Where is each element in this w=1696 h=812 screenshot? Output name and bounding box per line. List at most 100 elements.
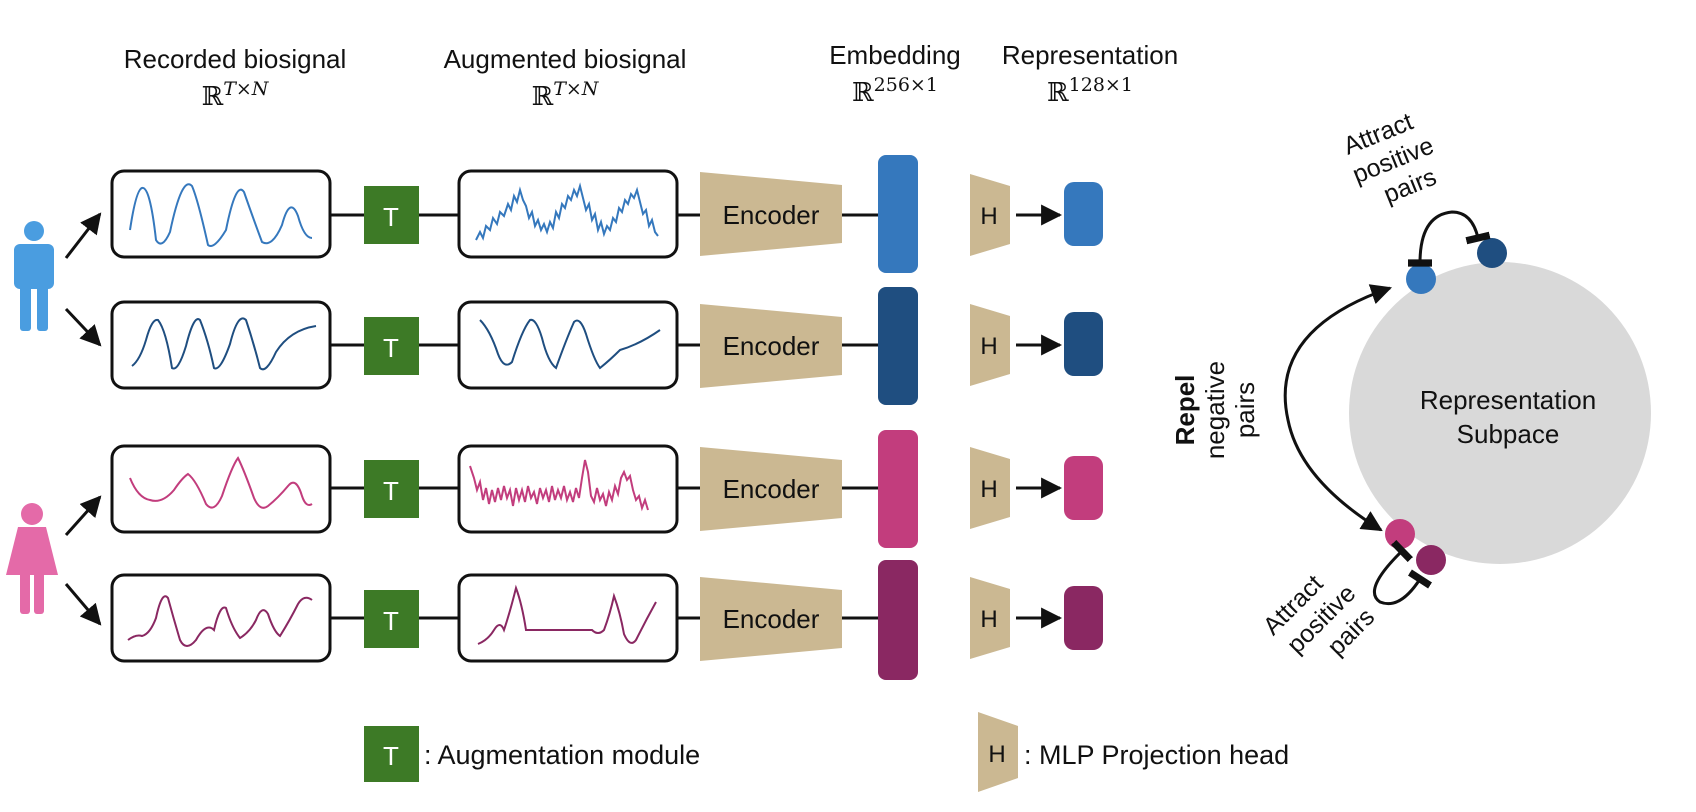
recorded-signal-box [110, 444, 332, 534]
encoder-label: Encoder [723, 474, 820, 504]
header-recorded-space: ℝ [201, 82, 224, 112]
recorded-signal-trace [131, 317, 317, 371]
repel-line3: pairs [1230, 382, 1260, 438]
subspace-label-line1: Representation [1420, 385, 1596, 415]
legend-augmentation-symbol: T [383, 741, 399, 771]
pipeline-row-2: T Encoder H [110, 287, 1103, 405]
header-embedding: Embedding ℝ256×1 [790, 40, 1000, 108]
point-male-2 [1477, 238, 1507, 268]
attract-top-label: Attract positive pairs [1340, 108, 1441, 210]
augmentation-module-label: T [383, 333, 399, 363]
representation-vector [1064, 312, 1103, 376]
projection-head [970, 174, 1010, 256]
recorded-signal-box [110, 573, 332, 663]
header-representation-math: ℝ128×1 [975, 70, 1205, 108]
projection-head-label: H [980, 606, 997, 633]
male-arrow-up [64, 212, 102, 259]
projection-head [970, 447, 1010, 529]
recorded-signal-trace [129, 456, 313, 509]
point-female-2 [1416, 545, 1446, 575]
recorded-signal-trace [129, 183, 313, 247]
legend-head-icon [978, 712, 1018, 792]
projection-head [970, 577, 1010, 659]
header-augmented-dims: T×N [553, 78, 599, 100]
augmented-signal-trace [479, 318, 661, 370]
legend-head-text: : MLP Projection head [1024, 740, 1289, 770]
point-female-1 [1385, 519, 1415, 549]
legend-augmentation-text: : Augmentation module [424, 740, 700, 770]
male-arrow-down [64, 307, 102, 347]
augmented-signal-trace [477, 584, 657, 645]
subspace-label-line2: Subpace [1457, 419, 1560, 449]
header-recorded: Recorded biosignal ℝT×N [70, 44, 400, 112]
attract-top-arc [1407, 210, 1491, 267]
augmentation-module [364, 460, 419, 518]
header-representation: Representation ℝ128×1 [975, 40, 1205, 108]
augmentation-module-label: T [383, 606, 399, 636]
augmented-signal-box [457, 300, 679, 390]
female-arrow-down [64, 583, 102, 626]
representation-subspace [1349, 262, 1651, 564]
pipeline-row-1: T Encoder H [110, 155, 1103, 273]
augmentation-module [364, 590, 419, 648]
embedding-vector [878, 430, 918, 548]
header-embedding-dims: 256×1 [873, 74, 938, 96]
augmentation-module-label: T [383, 476, 399, 506]
female-arrow-up [64, 495, 102, 537]
pipeline-row-3: T Encoder H [110, 430, 1103, 548]
encoder-block [700, 304, 842, 388]
header-augmented-space: ℝ [531, 82, 554, 112]
attract-bottom-arc [1372, 539, 1433, 606]
representation-vector [1064, 182, 1103, 246]
encoder-block [700, 172, 842, 256]
header-representation-space: ℝ [1047, 78, 1069, 108]
embedding-vector [878, 155, 918, 273]
legend-augmentation-icon [364, 726, 419, 782]
header-embedding-title: Embedding [829, 40, 961, 70]
header-embedding-math: ℝ256×1 [790, 70, 1000, 108]
encoder-label: Encoder [723, 604, 820, 634]
male-person-icon [14, 221, 54, 331]
representation-vector [1064, 456, 1103, 520]
repel-arc [1283, 284, 1392, 532]
embedding-vector [878, 560, 918, 680]
header-augmented: Augmented biosignal ℝT×N [400, 44, 730, 112]
representation-vector [1064, 586, 1103, 650]
repel-line1: Repel [1170, 375, 1200, 446]
encoder-label: Encoder [723, 200, 820, 230]
projection-head [970, 304, 1010, 386]
recorded-signal-trace [127, 595, 313, 647]
pipeline-row-4: T Encoder H [110, 560, 1103, 680]
header-augmented-title: Augmented biosignal [443, 44, 687, 74]
header-augmented-math: ℝT×N [400, 74, 730, 112]
legend-head-symbol: H [988, 741, 1005, 768]
augmented-signal-box [457, 444, 679, 534]
augmented-signal-trace [469, 459, 649, 512]
header-recorded-title: Recorded biosignal [123, 44, 347, 74]
header-representation-dims: 128×1 [1068, 74, 1133, 96]
header-recorded-dims: T×N [223, 78, 269, 100]
embedding-vector [878, 287, 918, 405]
augmentation-module-label: T [383, 202, 399, 232]
encoder-block [700, 447, 842, 531]
encoder-block [700, 577, 842, 661]
augmentation-module [364, 186, 419, 244]
header-representation-title: Representation [1001, 40, 1179, 70]
projection-head-label: H [980, 333, 997, 360]
repel-label: Repel negative pairs [1170, 361, 1260, 459]
augmented-signal-box [457, 573, 679, 663]
projection-head-label: H [980, 203, 997, 230]
recorded-signal-box [110, 300, 332, 390]
point-male-1 [1406, 264, 1436, 294]
augmented-signal-box [457, 169, 679, 259]
female-person-icon [6, 503, 58, 614]
header-embedding-space: ℝ [852, 78, 874, 108]
header-recorded-math: ℝT×N [70, 74, 400, 112]
encoder-label: Encoder [723, 331, 820, 361]
repel-line2: negative [1200, 361, 1230, 459]
projection-head-label: H [980, 476, 997, 503]
augmented-signal-trace [475, 182, 659, 241]
attract-bottom-label: Attract positive pairs [1258, 570, 1380, 661]
augmentation-module [364, 317, 419, 375]
